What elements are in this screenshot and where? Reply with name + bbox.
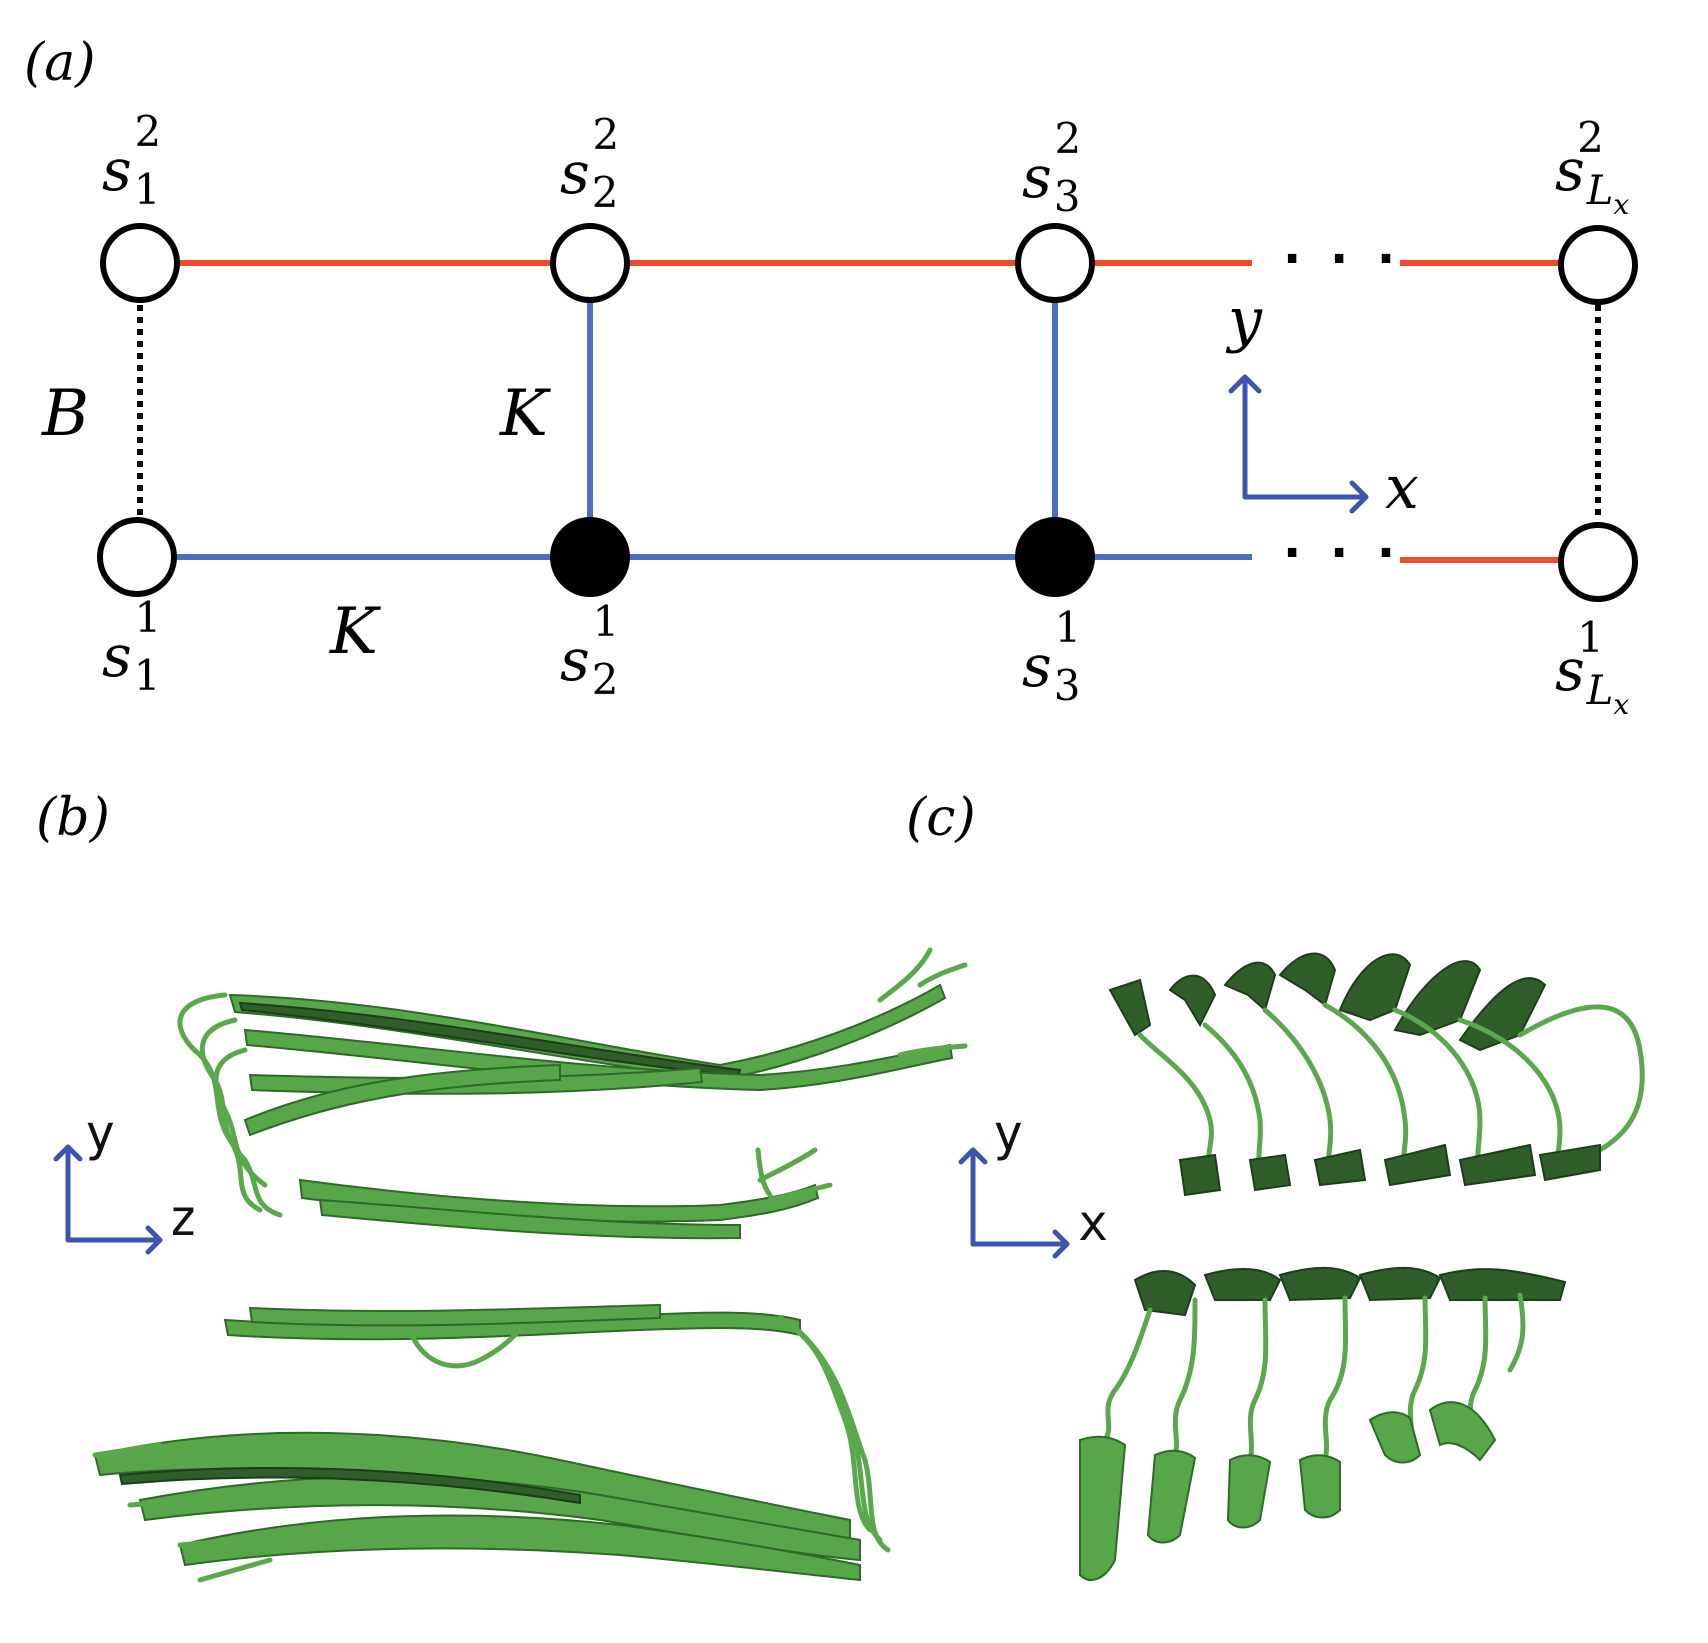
c-y-arrowhead <box>958 1147 988 1165</box>
b-y-arrowhead <box>53 1144 83 1162</box>
label-s3-1: s31 <box>1022 603 1081 710</box>
label-s2-1: s21 <box>560 597 619 704</box>
ellipsis-top: · · · <box>1283 231 1401 287</box>
label-s2-2: s22 <box>560 110 619 217</box>
protein-b-middle-sheet <box>298 1147 833 1240</box>
label-s1-2: s12 <box>102 107 161 214</box>
panel-label-a: (a) <box>24 33 96 93</box>
b-axis-label-z: z <box>168 1189 198 1247</box>
node-sL-1 <box>1558 522 1638 602</box>
protein-c-lower <box>1079 1266 1567 1581</box>
y-arrowhead <box>1228 374 1262 394</box>
label-sL-2: sLx2 <box>1555 113 1629 221</box>
lattice-bonds <box>137 260 1601 563</box>
node-s1-2 <box>100 223 180 303</box>
coupling-label-B: B <box>41 377 89 451</box>
c-axis-label-y: y <box>993 1104 1023 1162</box>
bottom-site-labels: s11 s21 s31 sLx1 <box>102 593 1629 721</box>
panel-c: (c) y x <box>906 788 1645 1581</box>
ellipsis-bottom: · · · <box>1283 525 1401 581</box>
label-s1-1: s11 <box>102 593 161 700</box>
protein-c-upper <box>1108 952 1645 1197</box>
panel-label-b: (b) <box>36 788 110 848</box>
label-sL-1: sLx1 <box>1555 613 1629 721</box>
node-s2-2 <box>550 223 630 303</box>
protein-b-bottom-sheet <box>92 1431 861 1583</box>
x-arrowhead <box>1349 480 1369 514</box>
node-s2-1 <box>550 517 630 597</box>
b-axis-label-y: y <box>85 1104 115 1162</box>
c-axis-label-x: x <box>1078 1194 1108 1252</box>
c-x-arrowhead <box>1052 1229 1070 1259</box>
node-s3-1 <box>1015 517 1095 597</box>
axis-arrows-a: y x <box>1225 285 1419 523</box>
coupling-label-K-vertical: K <box>499 377 551 451</box>
protein-b-top-sheet <box>177 947 968 1218</box>
label-s3-2: s32 <box>1022 114 1081 221</box>
b-z-arrowhead <box>145 1225 163 1255</box>
panel-b: (b) y z <box>36 788 968 1583</box>
node-s3-2 <box>1015 223 1095 303</box>
node-sL-2 <box>1558 225 1638 305</box>
lattice-nodes <box>97 223 1638 602</box>
node-s1-1 <box>97 517 177 597</box>
panel-a: (a) · · · · · · <box>24 33 1638 721</box>
axis-label-x: x <box>1385 453 1419 523</box>
panel-label-c: (c) <box>906 788 976 848</box>
top-site-labels: s12 s22 s32 sLx2 <box>102 107 1629 221</box>
coupling-label-K-horizontal: K <box>329 595 381 669</box>
axis-label-y: y <box>1225 285 1263 355</box>
protein-b-lower-sheet <box>223 1303 891 1553</box>
